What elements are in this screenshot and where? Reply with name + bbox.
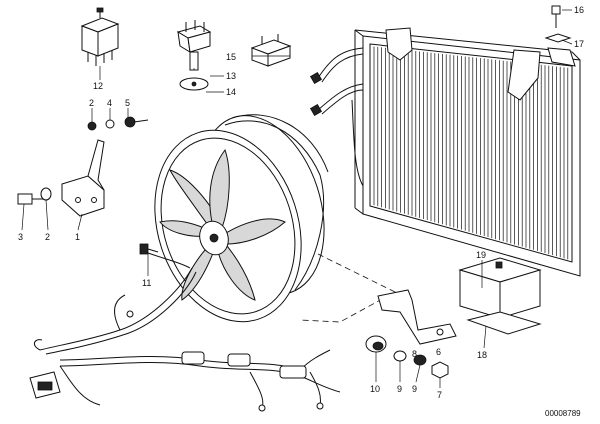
connector-housing — [250, 34, 292, 67]
callout-6: 6 — [436, 347, 441, 357]
callout-19: 19 — [476, 250, 486, 260]
mounting-bracket — [377, 289, 457, 345]
callout-16: 16 — [574, 5, 584, 15]
callout-1: 1 — [75, 232, 80, 242]
callout-2-top: 2 — [89, 98, 94, 108]
diagram-reference-number: 00008789 — [545, 409, 581, 418]
callout-9-left: 9 — [397, 384, 402, 394]
callout-8: 8 — [412, 349, 417, 359]
callout-18: 18 — [477, 350, 487, 360]
callout-15: 15 — [226, 52, 236, 62]
callout-17: 17 — [574, 39, 584, 49]
rubber-mounts-and-nuts — [365, 335, 449, 379]
callout-13: 13 — [226, 71, 236, 81]
wiring-harness — [29, 249, 341, 412]
callout-14: 14 — [226, 87, 236, 97]
callout-5: 5 — [125, 98, 130, 108]
callout-9-right: 9 — [412, 384, 417, 394]
relay — [80, 7, 120, 66]
callout-numbers: 12 15 13 14 2 4 5 3 2 1 11 10 9 9 8 7 19… — [18, 5, 584, 418]
condenser-radiator — [354, 27, 581, 277]
callout-2-bottom: 2 — [45, 232, 50, 242]
temperature-sensor — [139, 243, 159, 255]
callout-10: 10 — [370, 384, 380, 394]
pressure-switch — [176, 20, 212, 91]
refrigerant-pipes — [309, 47, 364, 187]
resistor-unit — [458, 257, 542, 335]
leader-lines — [21, 9, 573, 388]
fan-bracket — [61, 139, 105, 217]
assembly-dashed-line — [299, 253, 396, 323]
screw-16-nut-17 — [544, 5, 572, 43]
auxiliary-fan — [154, 114, 329, 323]
callout-4: 4 — [107, 98, 112, 108]
callout-12: 12 — [93, 81, 103, 91]
callout-3: 3 — [18, 232, 23, 242]
callout-11: 11 — [142, 278, 151, 288]
callout-7: 7 — [437, 390, 442, 400]
screw-and-washers — [17, 116, 149, 205]
